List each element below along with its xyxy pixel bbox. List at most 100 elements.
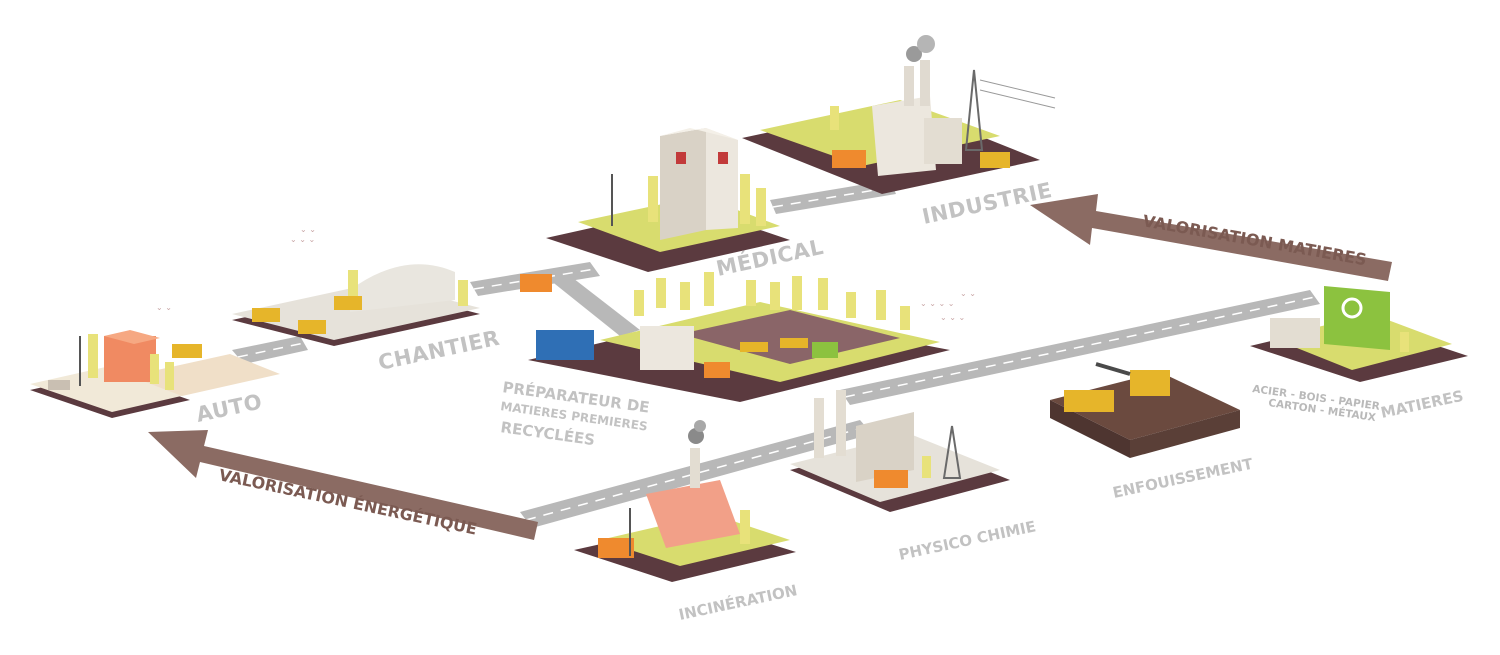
site-medical: MÉDICAL <box>546 128 826 281</box>
warehouse <box>640 326 694 370</box>
tree <box>1400 332 1409 352</box>
tree <box>458 280 468 306</box>
label-auto: AUTO <box>194 390 264 427</box>
truck-green <box>812 342 838 358</box>
excavator <box>1130 370 1170 396</box>
electric-pylon-icon <box>942 425 962 479</box>
road-mark <box>844 296 1316 398</box>
bird: ⌄ ⌄ ⌄ ⌄ <box>920 299 954 308</box>
chimney <box>904 66 914 106</box>
site-preparateur: PRÉPARATEUR DE MATIERES PREMIERES RECYCL… <box>499 272 950 449</box>
tree <box>792 276 802 310</box>
tree-row <box>634 272 910 330</box>
power-line <box>979 79 1056 99</box>
tree <box>88 334 98 378</box>
label-enfouissement: ENFOUISSEMENT <box>1111 454 1255 501</box>
tree <box>876 290 886 320</box>
truck-blue <box>536 330 594 360</box>
bulldozer <box>298 320 326 334</box>
chimney <box>814 398 824 458</box>
road-prep-down <box>540 268 640 336</box>
garage-roof <box>104 330 160 344</box>
truck-yellow <box>980 152 1010 168</box>
hospital-roof <box>660 128 738 140</box>
bird: ⌄ ⌄ <box>300 225 316 234</box>
tree <box>922 456 931 478</box>
bulldozer <box>334 296 362 310</box>
road-auto-chantier <box>232 336 308 364</box>
dump-truck <box>1064 390 1114 412</box>
bird: ⌄ ⌄ ⌄ <box>290 235 315 244</box>
hospital-front <box>706 128 738 230</box>
label-chantier: CHANTIER <box>376 326 502 375</box>
sorting-yard <box>680 310 900 364</box>
truck-orange <box>832 150 866 168</box>
smoke-cloud-icon <box>906 46 922 62</box>
loader-vehicle <box>172 344 202 358</box>
dumpster <box>780 338 808 348</box>
truck-orange <box>874 470 908 488</box>
hangar <box>350 264 455 312</box>
factory-annex <box>924 118 962 164</box>
arrow-valorisation-energetique: VALORISATION ÉNERGÉTIQUE <box>148 430 538 540</box>
tree <box>648 176 658 222</box>
recycling-building <box>1324 286 1390 350</box>
bird: ⌄ ⌄ <box>156 303 172 312</box>
tree <box>150 354 159 384</box>
truck-orange <box>598 538 634 558</box>
site-chantier: CHANTIER <box>232 264 502 375</box>
hospital-h-icon <box>718 152 728 164</box>
tree <box>746 280 756 306</box>
bird: ⌄ ⌄ <box>960 289 976 298</box>
electric-pylon-icon <box>964 69 984 151</box>
tree <box>830 106 839 130</box>
truck-orange <box>520 274 552 292</box>
excavator-arm <box>1095 362 1131 376</box>
label-matieres: MATIERES <box>1379 387 1465 422</box>
chimney <box>836 390 846 456</box>
landfill-base <box>1050 400 1130 458</box>
arrow-shape <box>1030 194 1392 281</box>
tree <box>900 306 910 330</box>
label-industrie: INDUSTRIE <box>920 178 1054 229</box>
ground-top <box>30 366 190 412</box>
hospital-side <box>660 128 706 240</box>
tree <box>634 290 644 316</box>
site-auto: AUTO <box>30 330 280 427</box>
site-physico-chimie: PHYSICO CHIMIE <box>790 390 1037 564</box>
tree <box>770 282 780 310</box>
tree <box>348 270 358 300</box>
landfill-base <box>1130 410 1240 458</box>
road-mark <box>772 186 894 208</box>
chimney <box>920 60 930 106</box>
incinerator-building <box>646 480 740 548</box>
smoke-cloud-icon <box>917 35 935 53</box>
label-incineration: INCINÉRATION <box>677 580 799 624</box>
tree <box>818 278 828 310</box>
road-mark <box>237 342 305 358</box>
garage-building <box>104 336 156 382</box>
tree <box>680 282 690 310</box>
smoke-cloud-icon <box>694 420 706 432</box>
dumpster <box>740 342 768 352</box>
tree <box>846 292 856 318</box>
storage-bins <box>1270 318 1320 348</box>
arrow-valorisation-matieres: VALORISATION MATIERES <box>1030 194 1392 281</box>
site-enfouissement: ENFOUISSEMENT <box>1050 362 1255 502</box>
truck-orange <box>704 362 730 378</box>
factory-main <box>872 96 936 176</box>
road-mark <box>525 426 867 521</box>
landfill-pit <box>1050 372 1240 440</box>
tree <box>756 188 766 226</box>
power-line <box>979 89 1056 109</box>
label-physico-chimie: PHYSICO CHIMIE <box>897 517 1037 564</box>
arrow-shape <box>148 430 538 540</box>
tree <box>656 278 666 308</box>
tree <box>165 362 174 390</box>
recycle-icon <box>1341 297 1363 319</box>
bird-flock-icon: ⌄ ⌄ ⌄ ⌄ ⌄ ⌄ ⌄ ⌄ ⌄ ⌄ ⌄ ⌄ ⌄ ⌄ ⌄ ⌄ <box>156 225 976 322</box>
bulldozer <box>252 308 280 322</box>
bird: ⌄ ⌄ ⌄ <box>940 313 965 322</box>
hospital-h-icon <box>676 152 686 164</box>
